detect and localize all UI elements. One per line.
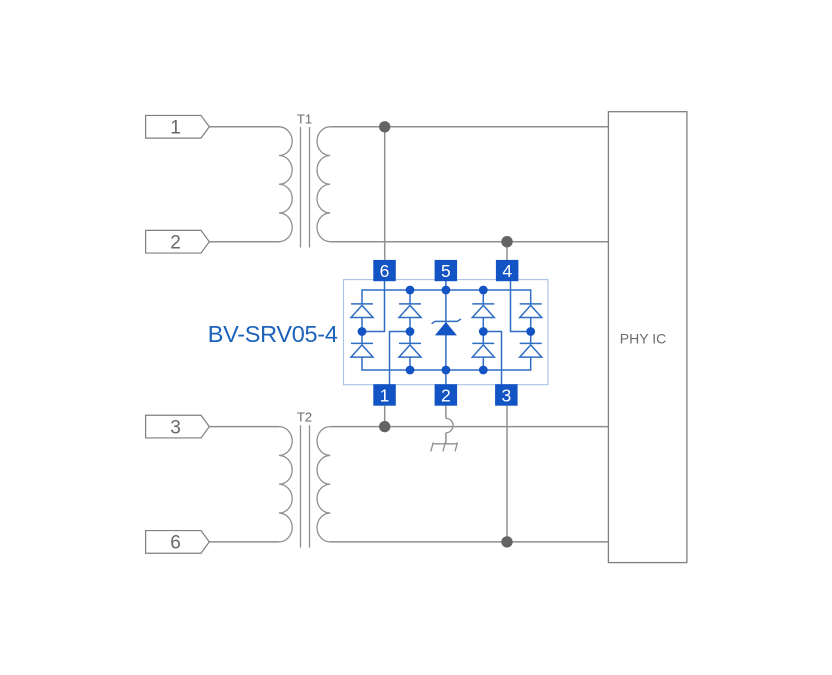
svg-text:1: 1 bbox=[170, 118, 181, 139]
svg-text:PHY IC: PHY IC bbox=[620, 331, 666, 347]
svg-text:5: 5 bbox=[441, 261, 451, 281]
svg-text:6: 6 bbox=[170, 533, 181, 554]
svg-text:2: 2 bbox=[441, 385, 451, 405]
svg-text:T2: T2 bbox=[297, 410, 312, 425]
svg-text:BV-SRV05-4: BV-SRV05-4 bbox=[208, 321, 338, 347]
svg-text:2: 2 bbox=[170, 233, 181, 254]
svg-text:4: 4 bbox=[502, 261, 512, 281]
svg-text:1: 1 bbox=[380, 385, 390, 405]
svg-text:3: 3 bbox=[502, 385, 512, 405]
svg-text:3: 3 bbox=[170, 417, 181, 438]
svg-text:6: 6 bbox=[380, 261, 390, 281]
svg-text:T1: T1 bbox=[297, 112, 312, 127]
